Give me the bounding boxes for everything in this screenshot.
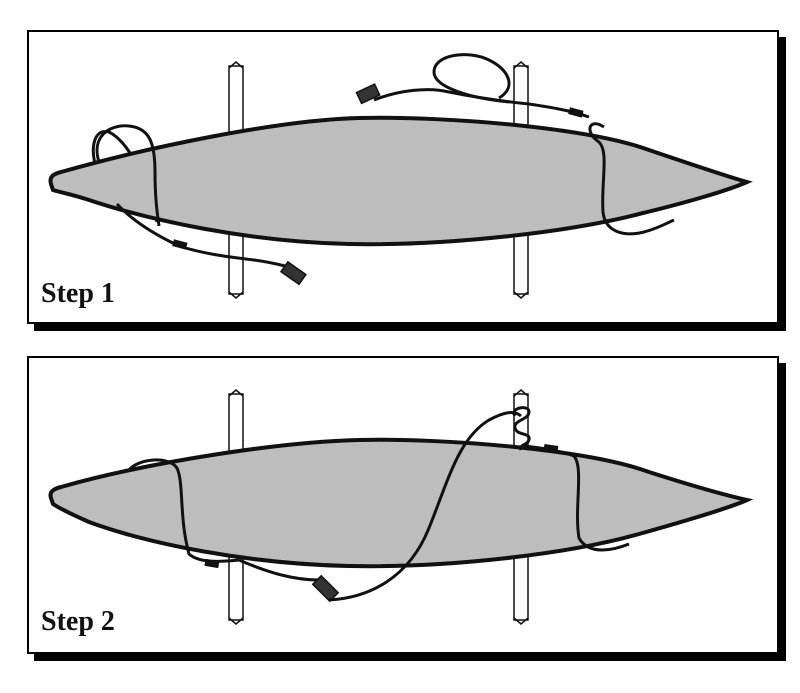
strap-tail-left <box>115 202 286 268</box>
buckle-right <box>355 83 381 105</box>
step-1-label: Step 1 <box>41 278 115 309</box>
strap-keeper-left <box>204 558 220 569</box>
step-2-label: Step 2 <box>41 606 115 637</box>
step-2-illustration <box>48 389 754 625</box>
strap-tail-left <box>238 558 320 582</box>
strap-loop-left <box>95 124 161 227</box>
strap-right-top <box>373 88 590 119</box>
strap-keeper-right <box>568 107 584 118</box>
strap-bar-wrap <box>512 406 531 451</box>
strap-right-loop <box>588 122 675 236</box>
step-1-panel: Step 1 <box>27 30 779 324</box>
step-1-illustration <box>48 53 753 299</box>
step-2-panel: Step 2 <box>27 356 779 654</box>
kayak-hull <box>48 437 754 569</box>
kayak-hull <box>48 115 753 247</box>
buckle-left <box>279 260 307 286</box>
strap-keeper-right <box>543 444 559 453</box>
buckle-left <box>311 574 340 603</box>
strap-keeper-left <box>172 239 188 250</box>
strap-diagonal <box>328 411 522 602</box>
strap-coil <box>432 53 511 104</box>
